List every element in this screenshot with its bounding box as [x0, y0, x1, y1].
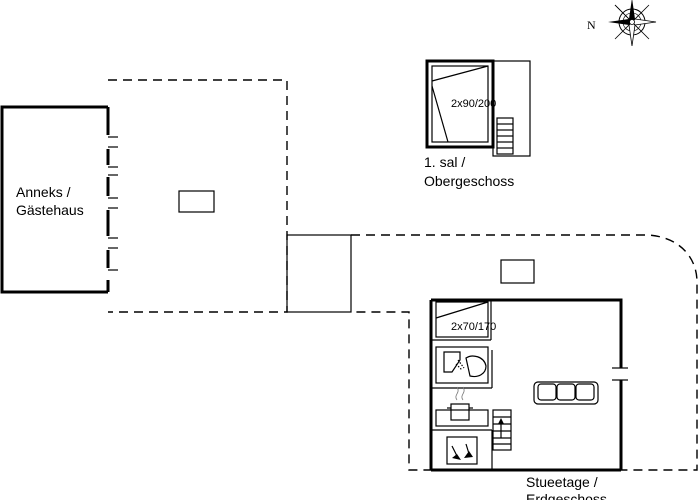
- ground-floor-label-line2: Erdgeschoss: [526, 491, 607, 500]
- compass-rose-icon: [608, 0, 657, 47]
- ground-floor-label-line1: Stueetage /: [526, 474, 598, 490]
- skylight-window: [178, 190, 215, 213]
- annex-label-line1: Anneks /: [16, 184, 71, 200]
- connecting-passage: [286, 234, 352, 313]
- upper-floor-plan: [425, 59, 531, 157]
- ground-floor-plan: [429, 298, 628, 472]
- compass-north-label: N: [587, 18, 596, 32]
- annex-label-line2: Gästehaus: [16, 202, 84, 218]
- skylight-window-2: [500, 259, 535, 284]
- outdoor-area-outline: [351, 234, 698, 471]
- terrace-outline: [108, 79, 288, 313]
- ground-bed-label: 2x70/170: [451, 321, 496, 333]
- annex-building: [0, 105, 118, 294]
- upper-bed-label: 2x90/200: [451, 98, 496, 110]
- upper-floor-label-line2: Obergeschoss: [424, 173, 514, 189]
- upper-floor-label-line1: 1. sal /: [424, 154, 465, 170]
